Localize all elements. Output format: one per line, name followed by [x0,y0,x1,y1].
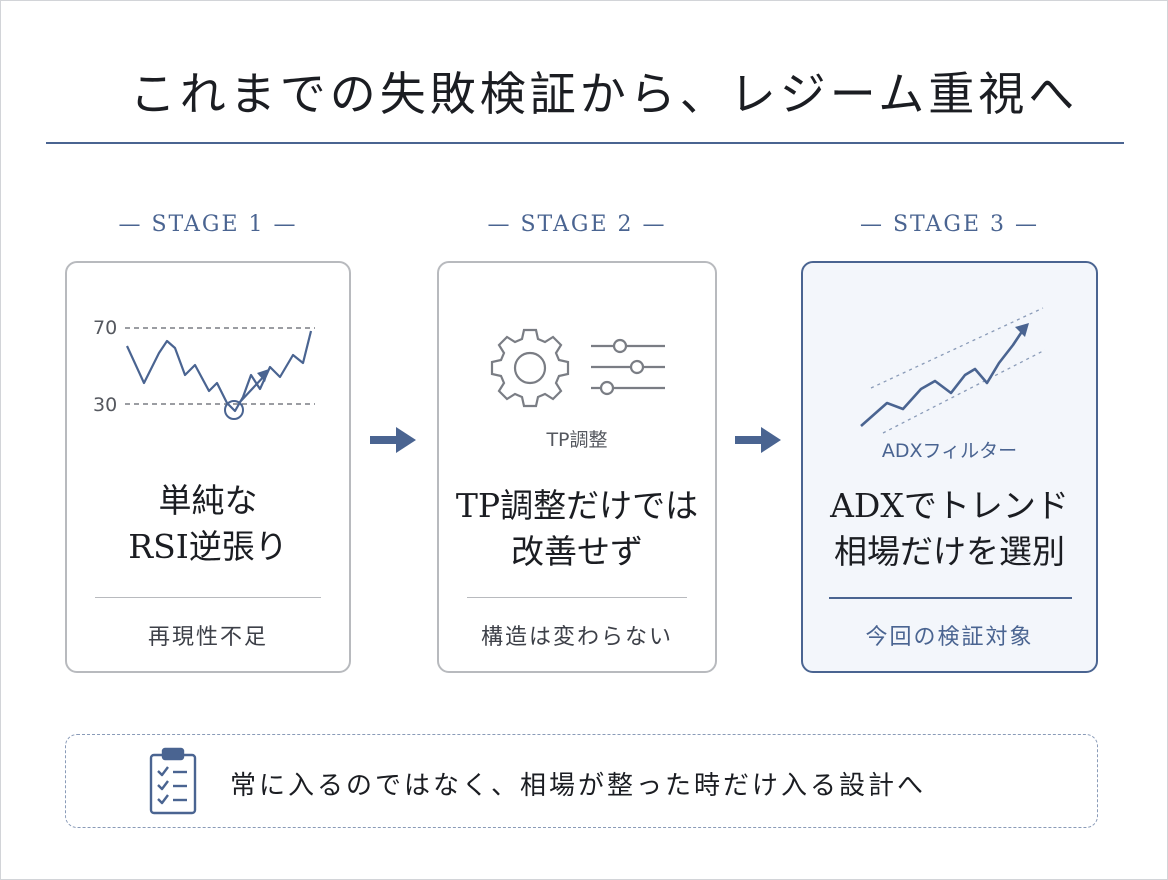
stage-1-divider [95,597,321,598]
stage-3-label: — STAGE 3 — [859,212,1040,237]
stage-3-title-line-2: 相場だけを選別 [834,532,1065,571]
stage-3-title: ADXでトレンド 相場だけを選別 [803,483,1096,575]
stage-2-card: TP調整 TP調整だけでは 改善せず 構造は変わらない [437,261,717,673]
stage-2-icon-caption: TP調整 [546,429,608,451]
rsi-rebound-arrowhead [257,369,269,382]
title-divider [46,142,1124,144]
stage-2-label: — STAGE 2 — [487,212,667,237]
rsi-level-70-label: 70 [93,317,117,339]
stage-2-title-line-2: 改善せず [511,532,643,571]
trend-series-line [860,326,1027,427]
clipboard-checklist-icon [149,747,197,815]
rsi-series-line [126,330,313,413]
stage-2-divider [467,597,687,598]
stage-3-subtitle: 今回の検証対象 [865,625,1034,650]
uptrend-chart-icon [860,307,1046,434]
rsi-oversold-circle [224,400,244,420]
stage-1-label: — STAGE 1 — [118,212,298,237]
trend-channel-upper [870,307,1044,389]
rsi-level-30-label: 30 [93,394,117,416]
stage-3-icon-caption: ADXフィルター [881,440,1018,462]
stage-1-title-line-2: RSI逆張り [128,527,288,566]
stage-1-title-line-1: 単純な [158,481,258,520]
stage-1-subtitle: 再現性不足 [147,625,268,650]
page-title: これまでの失敗検証から、レジーム重視へ [129,67,1079,121]
trend-arrowhead [1015,323,1029,337]
rsi-chart-icon: 70 30 [93,317,315,420]
stage-2-title: TP調整だけでは 改善せず [439,483,715,575]
stage-2-subtitle: 構造は変わらない [480,625,673,650]
gear-icon [490,328,570,408]
arrow-right-icon [370,427,416,453]
stage-3-card: ADXフィルター ADXでトレンド 相場だけを選別 今回の検証対象 [801,261,1098,673]
stage-3-divider [829,597,1072,599]
stage-3-title-line-1: ADXでトレンド [830,486,1069,525]
stage-1-card: 70 30 単純な RSI逆張り 再現性不足 [65,261,351,673]
arrow-right-icon [735,427,781,453]
stage-2-title-line-1: TP調整だけでは [455,486,699,525]
sliders-icon [591,338,665,396]
stage-1-title: 単純な RSI逆張り [67,478,349,570]
footer-callout: 常に入るのではなく、相場が整った時だけ入る設計へ [65,734,1098,828]
trend-channel-lower [882,349,1046,434]
footer-text: 常に入るのではなく、相場が整った時だけ入る設計へ [230,771,927,801]
